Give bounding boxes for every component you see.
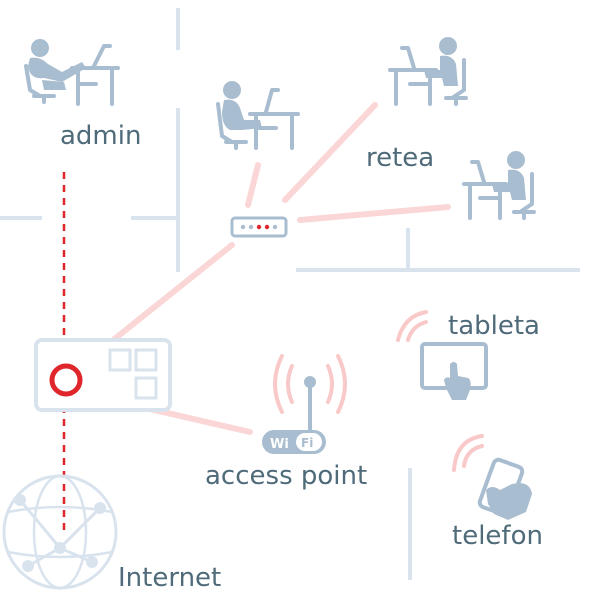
phone-icon (452, 434, 532, 520)
server-panel-icon (34, 338, 172, 412)
internet-label: Internet (118, 563, 221, 593)
workstation-icon-center (216, 81, 300, 150)
admin-label: admin (60, 121, 141, 151)
router-icon (230, 216, 288, 238)
wifi-logo-left: Wi (270, 437, 289, 452)
retea-label: retea (366, 143, 434, 173)
floor-plan-walls (0, 8, 580, 580)
server-port-ring (49, 363, 83, 397)
workstation-icon-top-right (388, 37, 468, 106)
access-point-label: access point (205, 461, 367, 491)
tableta-label: tableta (448, 311, 540, 341)
tablet-icon (396, 310, 488, 400)
internet-globe-icon (2, 474, 118, 590)
wifi-logo-right: Fi (301, 436, 313, 450)
telefon-label: telefon (452, 521, 543, 551)
wifi-access-point-icon: Wi Fi (262, 354, 347, 454)
admin-workstation-icon (24, 39, 120, 106)
workstation-icon-right (462, 151, 536, 220)
